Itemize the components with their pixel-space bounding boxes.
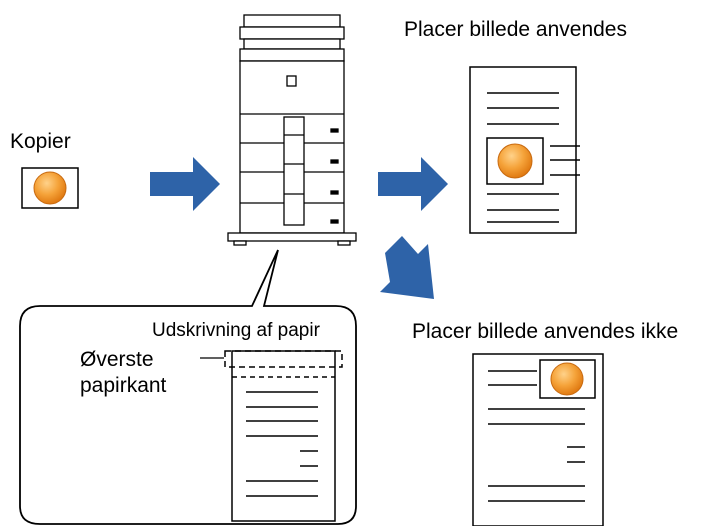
top-edge-label-line1: Øverste <box>80 348 154 371</box>
paper-output-label: Udskrivning af papir <box>152 320 320 341</box>
arrow-to-not-applied <box>380 236 434 299</box>
applied-label: Placer billede anvendes <box>404 18 627 41</box>
applied-document <box>469 66 580 234</box>
top-edge-label-line2: papirkant <box>80 374 167 397</box>
output-paper <box>200 350 343 522</box>
not-applied-label: Placer billede anvendes ikke <box>412 320 679 343</box>
printer-icon <box>227 14 357 246</box>
not-applied-document <box>472 353 604 526</box>
original-document-icon <box>21 167 79 209</box>
arrow-to-machine <box>150 157 220 211</box>
arrow-to-applied <box>378 157 448 211</box>
copy-label: Kopier <box>10 130 71 153</box>
